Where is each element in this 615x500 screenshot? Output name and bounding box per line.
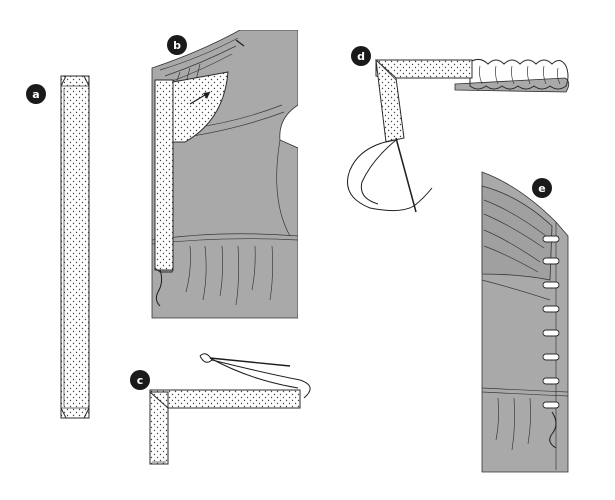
step-label-c: c <box>137 374 144 387</box>
step-badge-a: a <box>26 84 46 104</box>
step-c-illustration <box>149 353 311 465</box>
front-binding <box>154 79 174 271</box>
folded-corner <box>172 71 229 143</box>
step-label-a: a <box>32 88 39 101</box>
step-badge-e: e <box>532 178 552 198</box>
step-badge-d: d <box>351 46 371 66</box>
hook-and-eye-icon <box>542 235 560 409</box>
step-d-illustration <box>347 58 570 213</box>
step-b-illustration <box>151 30 298 319</box>
gathered-fabric <box>454 77 570 93</box>
strip-top-fold <box>60 75 90 87</box>
step-e-illustration <box>481 171 569 473</box>
strip-bottom-fold <box>60 407 90 419</box>
ruffle <box>469 58 569 90</box>
binding-strip-vertical <box>149 391 169 465</box>
step-label-d: d <box>357 50 365 63</box>
binding-strip-horizontal <box>149 389 301 411</box>
step-a-illustration <box>60 75 90 419</box>
needle-icon <box>395 137 417 213</box>
step-label-b: b <box>173 39 181 52</box>
thread-icon <box>347 139 415 212</box>
binding-strip-vertical-d <box>375 58 405 143</box>
step-badge-b: b <box>167 35 187 55</box>
step-label-e: e <box>538 182 545 195</box>
step-badge-c: c <box>130 370 150 390</box>
binding-strip <box>60 75 90 419</box>
needle-icon <box>209 357 291 367</box>
